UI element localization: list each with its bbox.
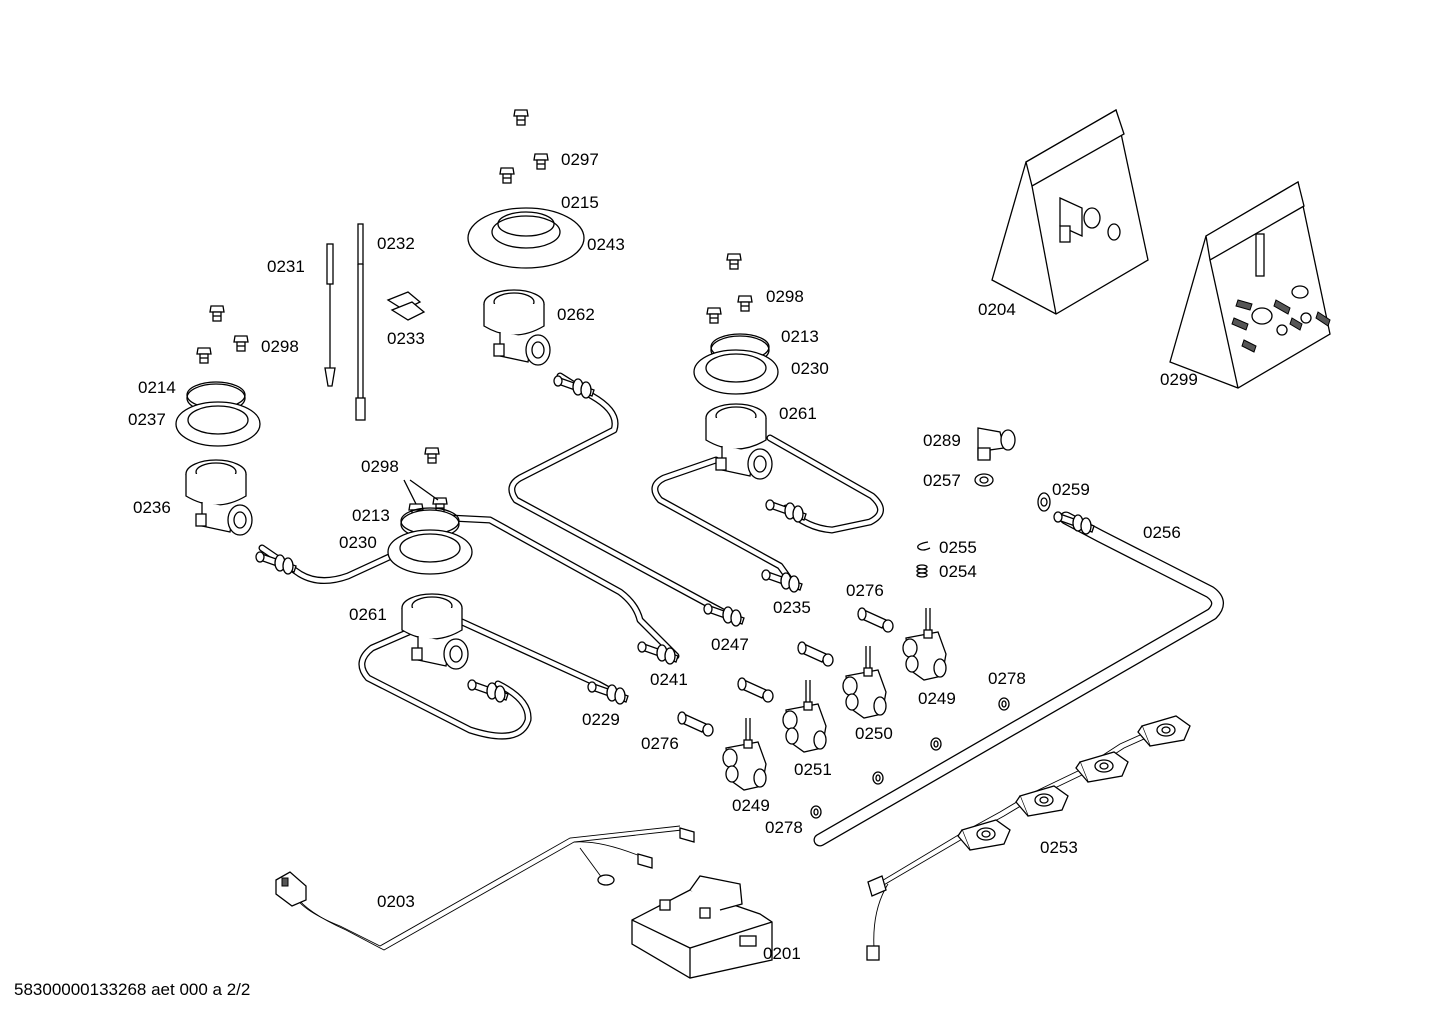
label-0261-right: 0261 (779, 404, 817, 423)
washer-0257 (974, 473, 994, 487)
label-0241: 0241 (650, 670, 688, 689)
label-0259: 0259 (1052, 480, 1090, 499)
spring-0254 (916, 564, 928, 578)
callout-labels: 0297 0215 0243 0232 0231 0233 0262 0298 … (128, 150, 1198, 963)
burner-0261-left-assembly (387, 447, 629, 705)
label-0257: 0257 (923, 471, 961, 490)
label-0253: 0253 (1040, 838, 1078, 857)
clip-0255 (917, 541, 931, 551)
label-0230-left: 0230 (339, 533, 377, 552)
clip-0233 (386, 291, 426, 321)
label-0261-left: 0261 (349, 605, 387, 624)
kit-bag-0299 (1169, 180, 1331, 389)
label-0250: 0250 (855, 724, 893, 743)
label-0204: 0204 (978, 300, 1016, 319)
thermocouple-0231 (324, 243, 336, 387)
label-0230-right: 0230 (791, 359, 829, 378)
label-0237: 0237 (128, 410, 166, 429)
connector-0203 (275, 827, 695, 907)
label-0247: 0247 (711, 635, 749, 654)
label-0214: 0214 (138, 378, 176, 397)
label-0201: 0201 (763, 944, 801, 963)
label-0289: 0289 (923, 431, 961, 450)
label-0236: 0236 (133, 498, 171, 517)
document-id: 58300000133268 aet 000 a 2/2 (14, 980, 251, 999)
label-0231: 0231 (267, 257, 305, 276)
label-0235: 0235 (773, 598, 811, 617)
elbow-0289 (977, 427, 1016, 461)
label-0276-upper: 0276 (846, 581, 884, 600)
kit-bag-0204 (991, 108, 1149, 315)
label-0249-right: 0249 (918, 689, 956, 708)
burner-0262-assembly (467, 109, 595, 399)
label-0229: 0229 (582, 710, 620, 729)
label-0278-right: 0278 (988, 669, 1026, 688)
label-0251: 0251 (794, 760, 832, 779)
label-0276-lower: 0276 (641, 734, 679, 753)
plug-0253 (866, 875, 887, 961)
label-0298-center-left: 0298 (361, 457, 399, 476)
label-0249-left: 0249 (732, 796, 770, 815)
thermocouple-0232 (355, 223, 366, 421)
label-0213-right: 0213 (781, 327, 819, 346)
label-0203: 0203 (377, 892, 415, 911)
ignition-module-0201 (631, 875, 773, 979)
label-0233: 0233 (387, 329, 425, 348)
label-0298-center-right: 0298 (766, 287, 804, 306)
label-0254: 0254 (939, 562, 977, 581)
label-0213-left: 0213 (352, 506, 390, 525)
label-0262: 0262 (557, 305, 595, 324)
label-0255: 0255 (939, 538, 977, 557)
label-0256: 0256 (1143, 523, 1181, 542)
label-0215: 0215 (561, 193, 599, 212)
label-0243: 0243 (587, 235, 625, 254)
label-0299: 0299 (1160, 370, 1198, 389)
label-0297: 0297 (561, 150, 599, 169)
label-0232: 0232 (377, 234, 415, 253)
label-0278-left: 0278 (765, 818, 803, 837)
washer-0259 (1037, 492, 1051, 512)
label-0298-left: 0298 (261, 337, 299, 356)
